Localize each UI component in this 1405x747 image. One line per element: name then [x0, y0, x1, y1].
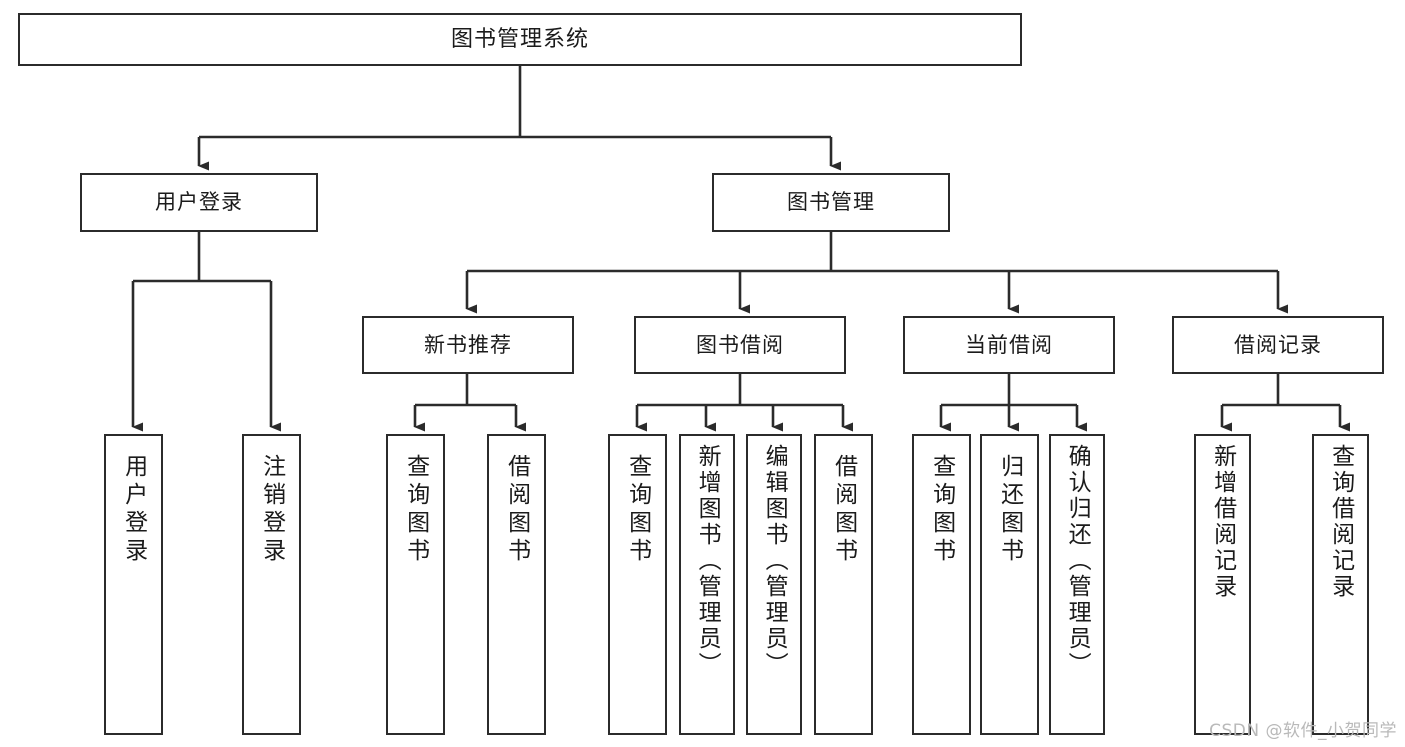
node-label: 新增图书（管理员）	[694, 444, 721, 678]
node-leaf-query-book-borrow[interactable]: 查询图书	[608, 434, 667, 735]
node-label: 查询图书	[928, 454, 955, 566]
node-book-borrow[interactable]: 图书借阅	[634, 316, 846, 374]
node-borrow-record[interactable]: 借阅记录	[1172, 316, 1384, 374]
node-label: 查询图书	[624, 454, 651, 566]
node-label: 新书推荐	[424, 332, 512, 357]
node-leaf-add-book-admin[interactable]: 新增图书（管理员）	[679, 434, 735, 735]
csdn-watermark: CSDN @软件_小贺同学	[1209, 721, 1397, 741]
node-leaf-query-book-recommend[interactable]: 查询图书	[386, 434, 445, 735]
node-label: 编辑图书（管理员）	[761, 444, 788, 678]
node-leaf-borrow-book-borrow[interactable]: 借阅图书	[814, 434, 873, 735]
node-leaf-user-logout[interactable]: 注销登录	[242, 434, 301, 735]
node-label: 注销登录	[258, 454, 285, 566]
node-label: 借阅图书	[830, 454, 857, 566]
node-label: 图书管理系统	[450, 26, 589, 52]
node-leaf-edit-book-admin[interactable]: 编辑图书（管理员）	[746, 434, 802, 735]
node-new-book-recommend[interactable]: 新书推荐	[362, 316, 574, 374]
node-leaf-return-book[interactable]: 归还图书	[980, 434, 1039, 735]
node-label: 查询图书	[402, 454, 429, 566]
node-label: 当前借阅	[965, 332, 1053, 357]
node-label: 图书管理	[787, 190, 875, 215]
node-leaf-query-book-current[interactable]: 查询图书	[912, 434, 971, 735]
node-root-book-management-system[interactable]: 图书管理系统	[18, 13, 1022, 66]
node-label: 用户登录	[120, 454, 147, 566]
node-user-login[interactable]: 用户登录	[80, 173, 318, 232]
node-leaf-add-borrow-record[interactable]: 新增借阅记录	[1194, 434, 1251, 735]
node-leaf-confirm-return-admin[interactable]: 确认归还（管理员）	[1049, 434, 1105, 735]
node-label: 借阅图书	[503, 454, 530, 566]
node-label: 新增借阅记录	[1209, 444, 1236, 600]
node-label: 图书借阅	[696, 332, 784, 357]
node-label: 查询借阅记录	[1327, 444, 1354, 600]
node-leaf-borrow-book-recommend[interactable]: 借阅图书	[487, 434, 546, 735]
node-label: 归还图书	[996, 454, 1023, 566]
node-current-borrow[interactable]: 当前借阅	[903, 316, 1115, 374]
node-label: 借阅记录	[1234, 332, 1322, 357]
node-leaf-query-borrow-record[interactable]: 查询借阅记录	[1312, 434, 1369, 735]
node-leaf-user-login[interactable]: 用户登录	[104, 434, 163, 735]
node-label: 用户登录	[155, 190, 243, 215]
node-book-management[interactable]: 图书管理	[712, 173, 950, 232]
node-label: 确认归还（管理员）	[1064, 444, 1091, 678]
